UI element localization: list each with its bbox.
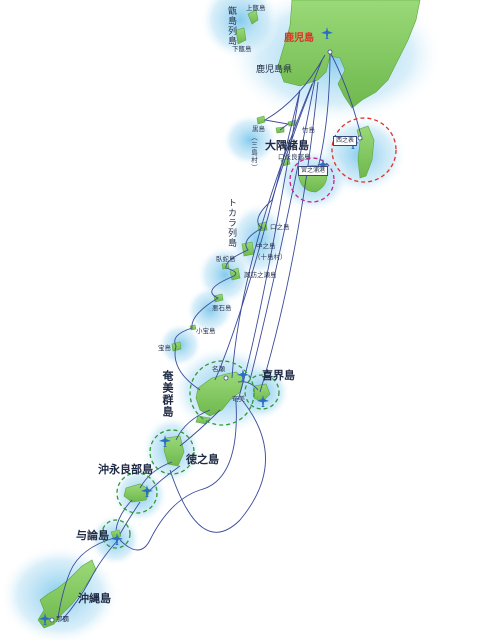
toshima-village-label: （十島村） bbox=[254, 253, 287, 261]
tokara-islands-label: トカラ列島 bbox=[226, 198, 236, 248]
mishima-village-label: （三島村） bbox=[249, 134, 258, 172]
nakanoshima-label: 中之島 bbox=[256, 242, 276, 250]
route-yoron-okinawa bbox=[57, 537, 115, 619]
kikaijima-label: 喜界島 bbox=[262, 369, 295, 382]
takarajima-label: 宝島 bbox=[158, 344, 171, 352]
highlight-circles bbox=[101, 117, 397, 549]
kagoshima-pref-label: 鹿児島県 bbox=[256, 65, 293, 75]
naha-label: 那覇 bbox=[56, 615, 69, 623]
tokunoshima-highlight bbox=[149, 429, 195, 475]
route-kagoshima-tanegashima bbox=[329, 51, 363, 141]
airplane-icon bbox=[111, 533, 123, 545]
gajajima-label: 臥蛇島 bbox=[216, 255, 236, 263]
naze-label: 名瀬 bbox=[212, 365, 225, 373]
takeshima-label: 竹島 bbox=[302, 126, 315, 134]
route-amami-kikai bbox=[237, 381, 259, 391]
okinoerabu-label: 沖永良部島 bbox=[98, 463, 153, 476]
route-amami-far-1 bbox=[169, 399, 266, 533]
route-yoron-okinawa-2 bbox=[61, 539, 119, 621]
tanegashima-highlight bbox=[331, 117, 397, 183]
amami-label: 奄美 bbox=[232, 395, 245, 403]
kagoshima-city-label: 鹿児島 bbox=[284, 33, 314, 44]
tokunoshima-land bbox=[163, 435, 185, 467]
route-kagoshima-amami-2 bbox=[259, 81, 319, 393]
route-long-south-2 bbox=[237, 89, 301, 401]
shimokoshiki-land bbox=[235, 27, 247, 45]
route-kagoshima-mishima bbox=[263, 54, 326, 131]
yakushima-highlight bbox=[289, 157, 335, 203]
shimokoshiki-label: 下甑島 bbox=[232, 45, 252, 53]
amami-highlight bbox=[189, 360, 255, 426]
route-kagoshima-yakushima bbox=[317, 51, 331, 169]
airplane-icon bbox=[257, 395, 269, 407]
takarajima-land bbox=[171, 341, 182, 352]
gajajima-land bbox=[221, 262, 230, 270]
okinoerabu-land bbox=[123, 483, 151, 503]
suwanosejima-label: 諏訪之瀬島 bbox=[244, 271, 277, 279]
akusekijima-label: 悪石島 bbox=[212, 304, 232, 312]
tokunoshima-label: 徳之島 bbox=[186, 453, 219, 466]
osumi-islands-label: 大隅諸島 bbox=[265, 139, 309, 152]
airplane-icon bbox=[39, 613, 51, 625]
kuroshima-label: 黒島 bbox=[252, 125, 265, 133]
airplane-icon bbox=[321, 27, 333, 39]
kagoshima-port-marker bbox=[327, 49, 333, 55]
sea-areas bbox=[0, 0, 445, 640]
route-kagoshima-tokara bbox=[174, 59, 323, 391]
amami-oshima-land bbox=[195, 371, 245, 417]
okinawa-island-label: 沖縄島 bbox=[78, 592, 111, 605]
route-amami-far-2 bbox=[119, 401, 237, 551]
route-kagoshima-amami-3 bbox=[231, 83, 313, 379]
kamikoshiki-label: 上甑島 bbox=[246, 4, 266, 12]
amami-islands-label: 奄美群島 bbox=[161, 370, 174, 418]
nishinoomote-port-marker bbox=[357, 135, 363, 141]
yoron-highlight bbox=[101, 519, 131, 549]
routes bbox=[57, 51, 363, 621]
yoronjima-label: 与論島 bbox=[76, 529, 109, 542]
okinoerabu-highlight bbox=[116, 472, 158, 514]
route-kagoshima-amami-1 bbox=[249, 79, 316, 381]
miyanoura-port-label: 宮之浦港 bbox=[298, 166, 329, 176]
airplane-icon bbox=[141, 485, 153, 497]
airplane-icon bbox=[317, 159, 329, 171]
koshiki-islands-label: 甑島列島 bbox=[226, 6, 236, 46]
kuroshima-land bbox=[256, 115, 266, 125]
route-long-south-1 bbox=[214, 89, 301, 381]
yoron-land bbox=[110, 529, 122, 539]
route-amami-tokunoshima-2 bbox=[179, 409, 221, 447]
route-okinoerabu-yoron-2 bbox=[119, 501, 141, 535]
kuchinoshima-label: 口之島 bbox=[270, 223, 290, 231]
naze-port-marker bbox=[223, 375, 229, 381]
route-tokunoshima-okinoerabu bbox=[139, 461, 173, 489]
airplane-icon bbox=[159, 435, 171, 447]
route-okinoerabu-yoron bbox=[115, 499, 133, 531]
airplane-icon bbox=[237, 369, 249, 381]
nakanoshima-land bbox=[241, 241, 255, 257]
nishinoomote-label: 西之表 bbox=[333, 136, 358, 146]
kodakarajima-label: 小宝島 bbox=[196, 327, 216, 335]
kikaijima-highlight bbox=[244, 374, 280, 410]
route-amami-tokunoshima bbox=[175, 409, 211, 441]
kuchinoerabu-label: 口永良部島 bbox=[278, 153, 311, 161]
kamikoshiki-land bbox=[247, 9, 259, 25]
